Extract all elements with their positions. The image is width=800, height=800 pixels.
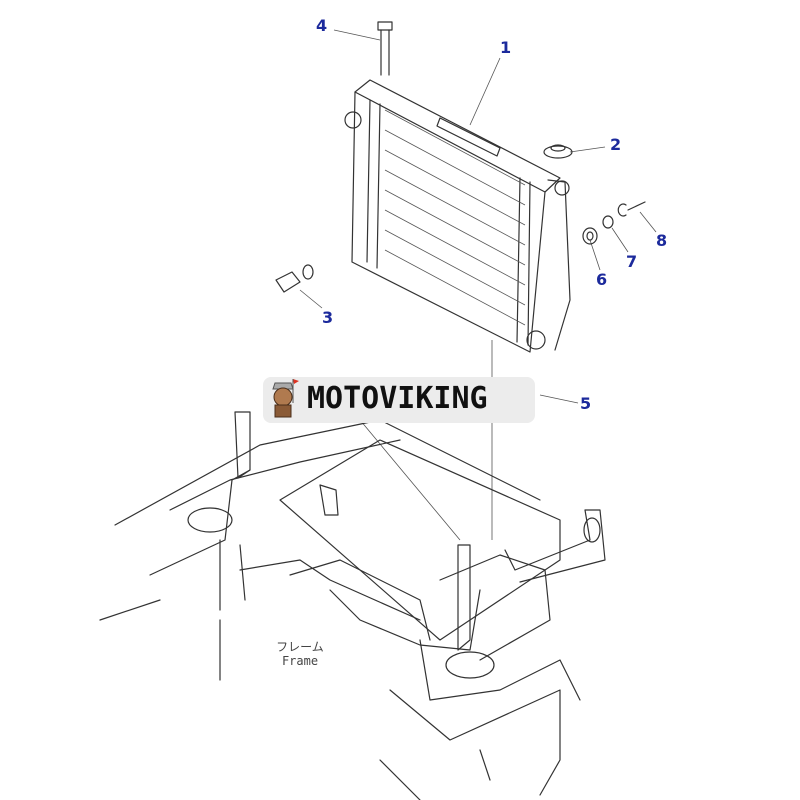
bolt-part-4 xyxy=(377,21,393,76)
leader-lines xyxy=(299,29,657,404)
callout-3: 3 xyxy=(322,308,334,327)
callout-6: 6 xyxy=(596,270,608,289)
callout-2: 2 xyxy=(610,135,622,154)
assembly-guide-lines xyxy=(359,340,493,541)
callout-4: 4 xyxy=(316,16,328,35)
radiator-cap-part-2 xyxy=(543,144,573,159)
callout-5: 5 xyxy=(580,394,592,413)
vehicle-frame xyxy=(99,411,606,800)
viking-mascot-icon xyxy=(272,379,299,418)
radiator-core-fins xyxy=(384,109,526,326)
watermark-brand-text: MOTOVIKING xyxy=(307,381,488,416)
frame-label-jp: フレーム xyxy=(276,640,324,654)
fastener-parts-6-7-8 xyxy=(582,201,646,245)
radiator-part-1 xyxy=(344,79,571,353)
frame-label-en: Frame xyxy=(281,654,319,668)
drain-valve-part-3 xyxy=(275,264,314,293)
callout-1: 1 xyxy=(500,38,512,57)
callout-7: 7 xyxy=(626,252,638,271)
callout-8: 8 xyxy=(656,231,668,250)
watermark-banner: MOTOVIKING xyxy=(263,377,535,423)
frame-label: フレーム Frame xyxy=(270,640,330,668)
